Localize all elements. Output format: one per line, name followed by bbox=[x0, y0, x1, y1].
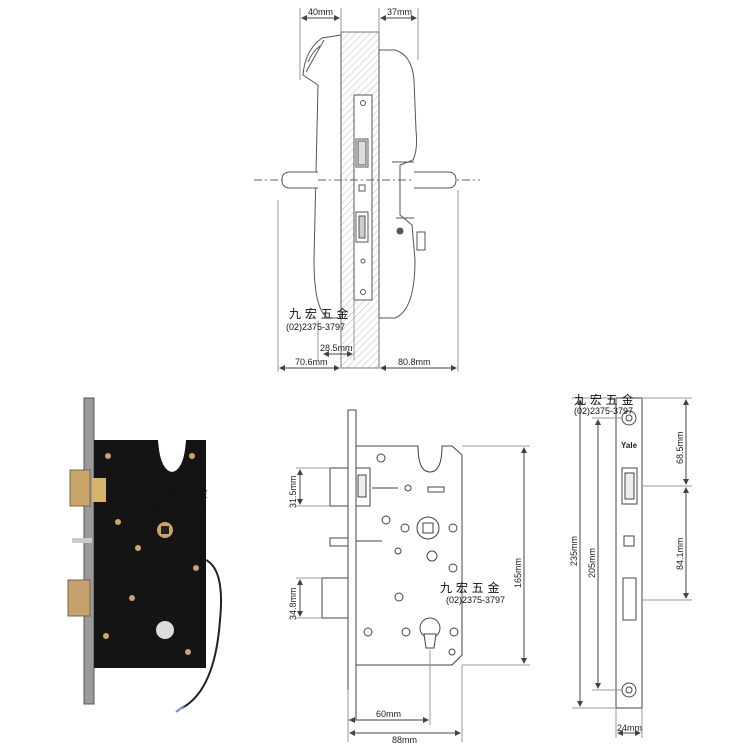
watermark-phone: (02)2375-3797 bbox=[286, 322, 345, 332]
photo-latch bbox=[69, 469, 91, 507]
dim-40mm: 40mm bbox=[308, 7, 333, 17]
front-screws bbox=[363, 453, 459, 656]
dim-68-5mm: 68.5mm bbox=[675, 431, 685, 464]
front-watermark-cn: 九 宏 五 金 bbox=[440, 580, 499, 595]
dim-88mm: 88mm bbox=[392, 735, 417, 745]
photo-wire bbox=[181, 559, 223, 709]
photo-faceplate bbox=[83, 397, 95, 705]
photo-lock-body bbox=[94, 440, 206, 668]
dim-37mm: 37mm bbox=[387, 7, 412, 17]
dim-24mm: 24mm bbox=[617, 723, 642, 733]
mortise-lock-photo bbox=[67, 397, 223, 713]
faceplate-drawing bbox=[572, 397, 692, 738]
dim-80-8mm: 80.8mm bbox=[398, 357, 431, 367]
photo-watermark-phone: (02)2375-3797 bbox=[146, 501, 205, 511]
photo-watermark-cn: 九 宏 五 金 bbox=[148, 485, 207, 500]
dim-235mm: 235mm bbox=[569, 536, 579, 566]
dim-34-8mm: 34.8mm bbox=[288, 587, 298, 620]
watermark-cn: 九 宏 五 金 bbox=[289, 306, 348, 321]
faceplate-watermark-phone: (02)2375-3797 bbox=[574, 406, 633, 416]
faceplate-watermark-cn: 九 宏 五 金 bbox=[574, 392, 633, 407]
photo-cylinder-hub bbox=[156, 621, 174, 639]
front-watermark-phone: (02)2375-3797 bbox=[446, 595, 505, 605]
photo-latch-brass bbox=[92, 478, 106, 502]
lock-body-drawing bbox=[296, 409, 530, 742]
faceplate-brand: Yale bbox=[621, 441, 638, 450]
photo-aux-latch bbox=[72, 538, 92, 543]
dim-31-5mm: 31.5mm bbox=[288, 475, 298, 508]
dim-165mm: 165mm bbox=[513, 558, 523, 588]
dim-28-5mm: 28.5mm bbox=[320, 343, 353, 353]
dim-84-1mm: 84.1mm bbox=[675, 537, 685, 570]
dim-70-6mm: 70.6mm bbox=[295, 357, 328, 367]
side-elevation-drawing bbox=[254, 8, 480, 372]
photo-deadbolt bbox=[67, 579, 91, 617]
dim-60mm: 60mm bbox=[376, 709, 401, 719]
dim-205mm: 205mm bbox=[587, 548, 597, 578]
